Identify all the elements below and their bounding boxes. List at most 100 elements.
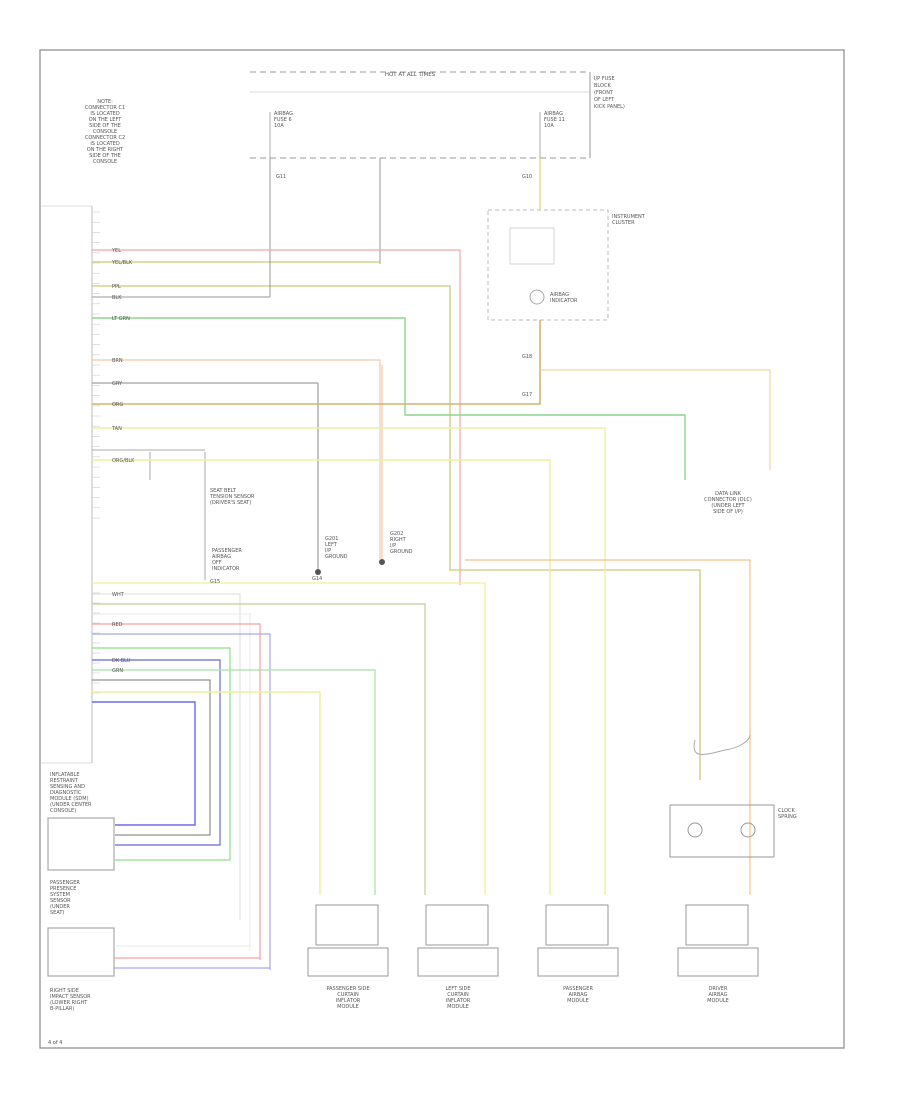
block-text-line: RIGHT: [390, 537, 407, 543]
block-text-line: MODULE: [567, 998, 589, 1004]
wire-label-blk: BLK: [112, 295, 122, 301]
block-text-line: (FRONT: [594, 90, 614, 96]
block-text-line: CLUSTER: [612, 220, 635, 226]
block-text-line: I/P FUSE: [594, 76, 615, 82]
g11-label: G11: [276, 174, 286, 180]
block-text-line: I/P: [390, 543, 396, 549]
wire-label-red: RED: [112, 622, 123, 628]
block-text-line: I/P: [325, 548, 331, 554]
block-text-line: (UNDER CENTER: [50, 802, 92, 808]
block-text-line: RIGHT SIDE: [50, 988, 79, 994]
block-text-line: SIDE OF THE: [89, 153, 121, 159]
block-text-line: CONNECTOR (DLC): [704, 497, 752, 503]
block-text-line: CONSOLE: [93, 159, 117, 165]
block-text-line: SPRING: [778, 814, 797, 820]
block-text-line: PRESENCE: [50, 886, 76, 892]
clock-spring-left-icon: [687, 822, 703, 838]
block-text-line: DRIVER: [709, 986, 728, 992]
block-text-line: INDICATOR: [550, 298, 578, 304]
wire-label-ppl: PPL: [112, 284, 121, 290]
block-text-line: G201: [325, 536, 338, 542]
block-text-line: RESTRAINT: [50, 778, 79, 784]
wire-label-gry: GRY: [112, 381, 123, 387]
block-text-line: INFLATOR: [446, 998, 471, 1004]
block-text-line: 10A: [274, 123, 284, 129]
block-text-line: DIAGNOSTIC: [50, 790, 82, 796]
wire-label-org: ORG: [112, 402, 123, 408]
block-text-line: OFF: [212, 560, 222, 566]
block-text-line: DATA LINK: [715, 491, 741, 497]
block-text-line: IS LOCATED: [90, 141, 120, 147]
hot-at-all-times-label: HOT AT ALL TIMES: [385, 72, 436, 78]
block-text-line: 10A: [544, 123, 554, 129]
page-number: 4 of 4: [48, 1040, 62, 1046]
block-text-line: ON THE LEFT: [89, 117, 123, 123]
wire-label-tan: TAN: [111, 426, 122, 432]
block-text-line: MODULE: [707, 998, 729, 1004]
wire-label-lt-grn: LT GRN: [112, 316, 130, 322]
block-text-line: INSTRUMENT: [612, 214, 646, 220]
wire-label-grn: GRN: [112, 668, 123, 674]
block-text-line: IMPACT SENSOR: [50, 994, 91, 1000]
wiring: [92, 158, 771, 970]
block-text-line: BLOCK: [594, 83, 611, 89]
block-text-line: SEAT): [50, 910, 64, 916]
diagram-frame: [39, 49, 845, 1049]
block-text-line: LEFT: [325, 542, 338, 548]
block-text-line: PASSENGER: [50, 880, 80, 886]
block-text-line: (UNDER: [50, 904, 70, 910]
wire-label-wht: WHT: [112, 592, 125, 598]
block-text-line: FUSE 11: [544, 117, 565, 123]
block-text-line: NOTE:: [97, 99, 113, 105]
block-text-line: (DRIVER'S SEAT): [210, 500, 251, 506]
block-text-line: AIRBAG: [550, 292, 569, 298]
block-text-line: INFLATABLE: [50, 772, 80, 778]
block-text-line: IS LOCATED: [90, 111, 120, 117]
block-text-line: AIRBAG: [544, 111, 563, 117]
sdm-pins: [92, 211, 100, 694]
wire-label-brn: BRN: [112, 358, 123, 364]
block-text-line: SENSOR: [50, 898, 71, 904]
clock-spring-right-icon: [740, 822, 756, 838]
block-text-line: ON THE RIGHT: [87, 147, 124, 153]
g14-label: G14: [312, 576, 322, 582]
block-text-line: B-PILLAR): [50, 1006, 74, 1012]
block-text-line: PASSENGER: [563, 986, 593, 992]
block-text-line: SIDE OF I/P): [713, 509, 743, 515]
block-text-line: AIRBAG: [708, 992, 727, 998]
block-text-line: SIDE OF THE: [89, 123, 121, 129]
block-text-line: PASSENGER SIDE: [326, 986, 369, 992]
block-text-line: CURTAIN: [447, 992, 469, 998]
block-text-line: CURTAIN: [337, 992, 359, 998]
block-text-line: PASSENGER: [212, 548, 242, 554]
block-text-line: MODULE: [447, 1004, 469, 1010]
wire-label-dk-blu: DK BLU: [112, 658, 131, 664]
block-text-line: CONSOLE): [50, 808, 76, 814]
g10-label: G10: [522, 174, 532, 180]
block-text-line: INFLATOR: [336, 998, 361, 1004]
block-text-line: AIRBAG: [212, 554, 231, 560]
block-text-line: GROUND: [390, 549, 413, 555]
block-text-line: CONSOLE: [93, 129, 117, 135]
block-text-line: (LOWER RIGHT: [50, 1000, 88, 1006]
g18-label: G18: [522, 354, 532, 360]
block-text-line: AIRBAG: [274, 111, 293, 117]
block-text-line: SEAT BELT: [210, 488, 237, 494]
